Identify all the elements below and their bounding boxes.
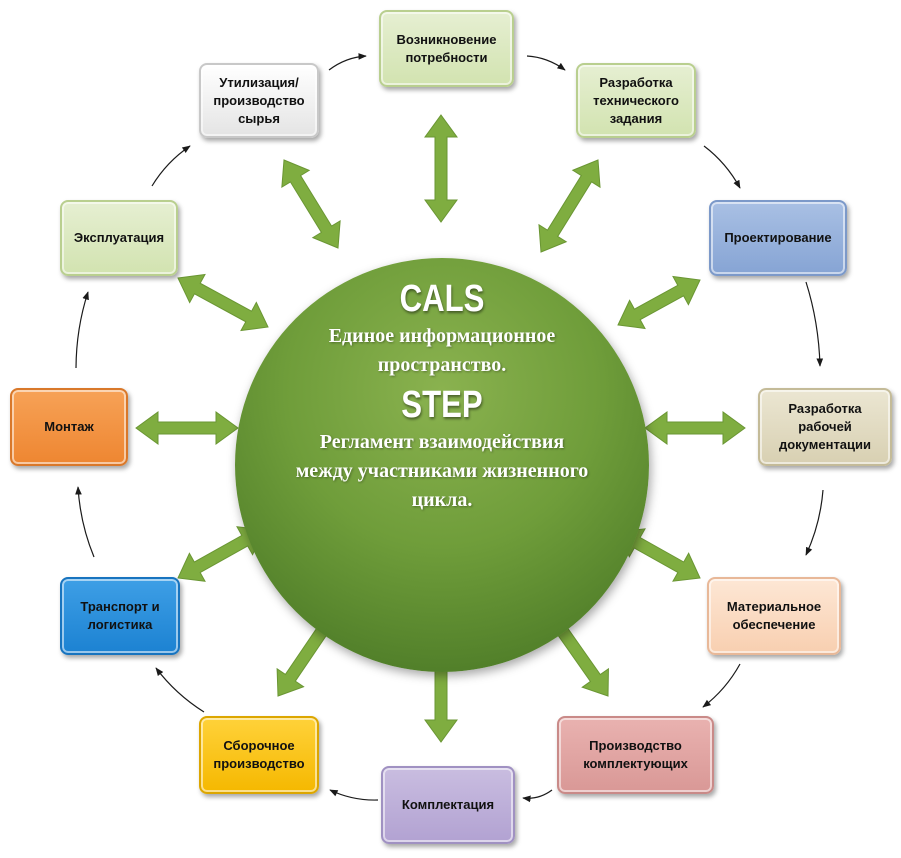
cycle-arrow-8 (155, 667, 205, 713)
cycle-arrows-group (75, 53, 824, 803)
cycle-arrow-3 (805, 281, 824, 367)
stage-komplektatsiya: Комплектация (381, 766, 515, 844)
cycle-arrow-12 (328, 53, 367, 71)
double-arrow-12 (281, 159, 341, 249)
cals-description: Единое информационное пространство. (328, 325, 556, 376)
stage-vozniknovenie: Возникновение потребности (379, 10, 514, 87)
step-description: Регламент взаимодействия между участника… (295, 431, 589, 511)
stage-proizvodstvo-komplekt: Производство комплектующих (557, 716, 714, 794)
double-arrow-11 (177, 273, 269, 332)
cycle-arrow-6 (522, 789, 553, 803)
double-arrow-3 (617, 275, 701, 330)
double-arrow-2 (538, 159, 601, 253)
central-circle: CALS Единое информационное пространство.… (235, 258, 649, 672)
double-arrow-4 (644, 411, 746, 445)
cals-title: CALS (399, 278, 485, 320)
cycle-arrow-2 (703, 145, 741, 189)
stage-transport: Транспорт и логистика (60, 577, 180, 655)
stage-razrabotka-rd: Разработка рабочей документации (758, 388, 892, 466)
stage-sborochnoe: Сборочное производство (199, 716, 319, 794)
cycle-arrow-11 (151, 145, 191, 187)
double-arrow-1 (424, 114, 458, 223)
cycle-arrow-5 (702, 663, 741, 708)
stage-ekspluatatsiya: Эксплуатация (60, 200, 178, 276)
double-arrow-10 (135, 411, 239, 445)
stage-utilizatsiya: Утилизация/ производство сырья (199, 63, 319, 138)
cycle-arrow-9 (75, 486, 95, 558)
cycle-arrow-1 (526, 55, 566, 71)
cycle-arrow-7 (329, 789, 379, 801)
stage-materialnoe: Материальное обеспечение (707, 577, 841, 655)
cycle-arrow-10 (75, 291, 89, 369)
stage-proektirovanie: Проектирование (709, 200, 847, 276)
stage-montazh: Монтаж (10, 388, 128, 466)
stage-razrabotka-tz: Разработка технического задания (576, 63, 696, 138)
cycle-arrow-4 (805, 489, 824, 556)
step-title: STEP (401, 384, 483, 426)
